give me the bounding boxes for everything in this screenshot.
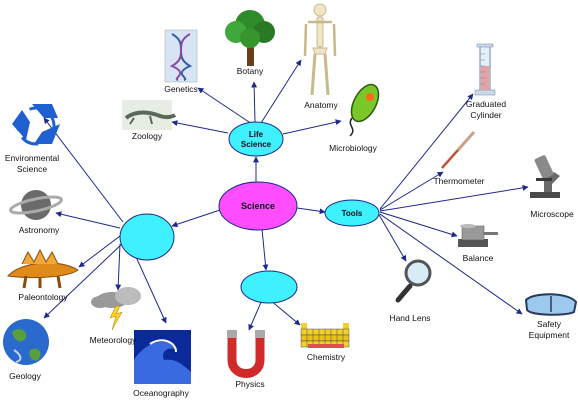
microscope-label: Microscope [530,209,574,219]
graduated-cylinder-icon [474,43,496,96]
earth-icon [3,319,49,365]
lizard-icon [122,100,177,130]
edge-tools-microscope [379,184,529,212]
edge-science-tools [296,207,326,215]
meteorology-label: Meteorology [90,335,138,345]
edge-science-earth [171,209,221,228]
earth-space-node[interactable] [119,213,175,261]
periodic-table-icon [300,323,350,348]
edge-science-physical [261,228,269,271]
hand-lens-label: Hand Lens [389,313,430,323]
safety-equipment-label-line1: Safety [537,319,562,329]
physics-label: Physics [235,379,264,389]
edge-earth-paleontology [78,235,121,268]
edge-physical-physics [248,299,263,331]
thermometer-icon [440,131,476,169]
recycle-icon [12,104,60,146]
wave-icon [134,330,191,384]
tools-node[interactable]: Tools [324,199,380,227]
geology-label: Geology [9,371,41,381]
physical-node[interactable] [240,270,298,304]
microbe-icon [349,83,380,137]
balance-icon [458,224,498,247]
paleontology-label: Paleontology [18,292,68,302]
skeleton-icon [303,3,337,96]
oceanography-label: Oceanography [133,388,190,398]
edge-tools-cylinder [379,93,474,210]
anatomy-label: Anatomy [304,100,338,110]
edge-tools-handlens [377,212,407,262]
graduated-cylinder-label-line1: Graduated [466,99,506,109]
microscope-icon [530,155,560,198]
edge-tools-balance [379,211,458,238]
life-science-label-line2: Science [241,140,272,149]
science-label: Science [241,201,275,211]
saturn-icon [9,190,63,220]
safety-equipment-label-line2: Equipment [529,330,570,340]
environmental-science-label-line2: Science [17,164,48,174]
storm-cloud-icon [91,287,141,331]
thermometer-label: Thermometer [433,176,484,186]
edge-ls-microbiology [282,119,342,135]
balance-label: Balance [463,253,494,263]
edge-ls-genetics [197,87,253,125]
edge-ls-zoology [171,120,229,134]
astronomy-label: Astronomy [19,225,60,235]
edge-physical-chemistry [269,299,301,326]
magnifier-icon [395,259,432,303]
graduated-cylinder-label-line2: Cylinder [470,110,501,120]
edges [43,59,529,331]
environmental-science-label-line1: Environmental [5,153,59,163]
stegosaurus-icon [7,248,79,289]
edge-tools-safety [379,213,523,315]
botany-label: Botany [237,66,264,76]
edge-ls-anatomy [260,59,302,124]
edge-earth-geology [43,241,125,319]
genetics-label: Genetics [164,84,198,94]
edge-earth-oceanography [131,247,167,324]
microbiology-label: Microbiology [329,143,377,153]
edge-earth-environmental [43,117,124,223]
edge-earth-astronomy [55,211,121,229]
goggles-icon [524,293,578,316]
zoology-label: Zoology [132,131,163,141]
science-node[interactable]: Science [218,181,298,231]
dna-icon [164,29,198,83]
tools-label: Tools [342,209,363,218]
tree-icon [225,10,275,66]
life-science-node[interactable]: Life Science [228,121,284,157]
chemistry-label: Chemistry [307,352,346,362]
magnet-icon [227,330,265,378]
life-science-label-line1: Life [249,130,264,139]
edge-tools-thermometer [379,171,444,211]
edge-ls-botany [251,81,258,123]
edge-earth-meteorology [115,243,122,291]
